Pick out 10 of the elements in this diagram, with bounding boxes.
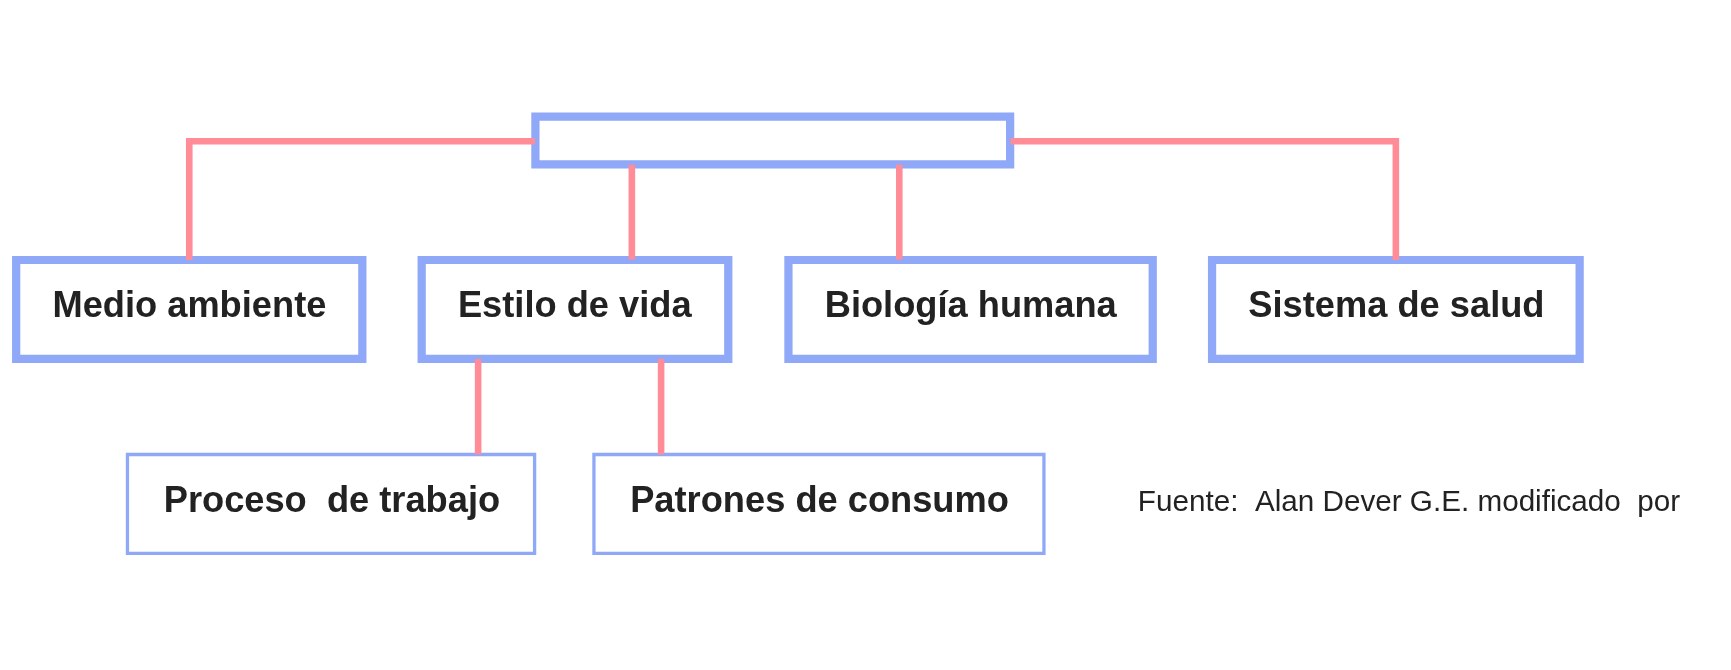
connector <box>628 164 636 260</box>
connector <box>896 164 903 260</box>
node-box: Patrones de consumo <box>592 452 1046 556</box>
node-box <box>531 112 1015 169</box>
node-box: Biología humana <box>784 255 1157 363</box>
node-box: Medio ambiente <box>12 255 367 363</box>
node-box: Estilo de vida <box>417 255 733 363</box>
label: Fuente: Alan Dever G.E. modificado por <box>1137 484 1681 518</box>
node-box: Sistema de salud <box>1207 255 1584 363</box>
node-box: Proceso de trabajo <box>125 452 537 556</box>
